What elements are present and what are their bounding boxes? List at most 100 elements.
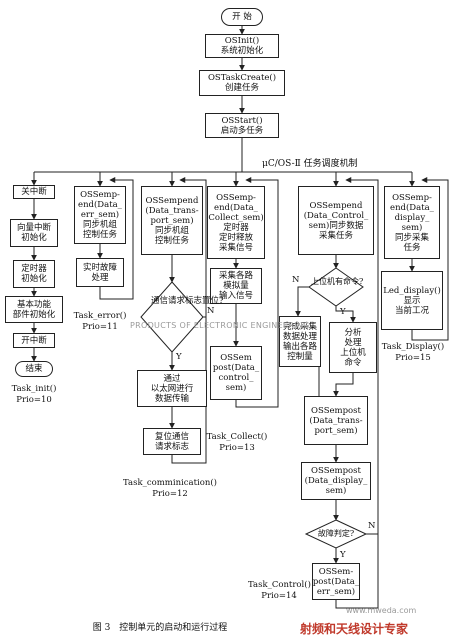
- node-open-int-line-1: 开中断: [21, 335, 47, 346]
- decision-host-cmd-text: 上位机有命令?: [311, 277, 363, 287]
- node-led-display-line-2: 显示: [403, 295, 421, 306]
- node-collect-pend-line-4: 定时器: [223, 222, 249, 233]
- kernel-label: μC/OS-Ⅱ 任务调度机制: [262, 159, 358, 169]
- node-ctrl-post-line-2: post(Data_: [212, 363, 260, 373]
- node-open-int: 开中断: [13, 333, 55, 348]
- node-reset-flag-line-2: 请求标志: [154, 441, 189, 452]
- node-analyze-cmd: 分析处理上位机命令: [329, 322, 377, 373]
- node-display-pend-line-6: 任务: [403, 242, 421, 253]
- node-analyze-cmd-line-1: 分析: [344, 327, 362, 338]
- edge-led-loop: [411, 177, 449, 341]
- edge-handle-loop: [99, 177, 134, 300]
- edge-ctrlpost-loop: [235, 177, 279, 408]
- node-trans-post-line-3: port_sem): [314, 425, 358, 436]
- node-control-pend-line-3: sem)同步数据: [308, 220, 364, 231]
- node-trans-pend-line-3: port_sem): [150, 215, 194, 226]
- node-collect-pend-line-1: OSSemp-: [216, 192, 256, 203]
- task-init-name: Task_init(): [11, 384, 57, 394]
- decision-fault-shape: [304, 519, 368, 549]
- node-err-handle-line-2: 处理: [91, 272, 109, 283]
- node-control-pend-line-2: (Data_Control_: [303, 210, 369, 221]
- node-control-pend-line-1: OSSempend: [309, 200, 363, 211]
- node-trans-pend: OSSempend(Data_trans-port_sem)同步机组控制任务: [141, 186, 203, 255]
- node-err-pend-line-2: end(Data_: [78, 200, 122, 210]
- node-ctrl-process-line-3: 输出各路: [282, 341, 317, 352]
- node-trans-pend-line-4: 同步机组: [154, 225, 189, 236]
- node-reset-flag: 复位通信请求标志: [143, 428, 201, 455]
- node-taskcreate-line-2: 创建任务: [224, 83, 259, 93]
- node-basic-init-line-1: 基本功能: [16, 299, 51, 310]
- node-analyze-cmd-line-3: 上位机: [340, 347, 366, 358]
- node-analyze-cmd-line-2: 处理: [344, 337, 362, 348]
- node-timer-init: 定时器初始化: [13, 260, 55, 288]
- node-end: 结束: [15, 361, 53, 377]
- node-trans-pend-line-1: OSSempend: [145, 195, 199, 206]
- node-display-pend-line-5: 同步采集: [394, 232, 429, 243]
- node-collect-io: 采集各路模拟量输入信号: [210, 268, 262, 304]
- node-display-pend-line-1: OSSemp-: [392, 192, 432, 203]
- decision-comm-request-shape: [140, 281, 204, 353]
- label-no-host: N: [292, 275, 300, 285]
- node-led-display-line-1: Led_display(): [383, 285, 441, 296]
- watermark-mid-text: PRODUCTS OF ELECTRONIC ENGINEERING: [130, 321, 310, 330]
- label-yes-comm: Y: [176, 352, 182, 362]
- node-err-post-line-2: post(Data_: [312, 576, 360, 587]
- decision-fault-text-line-1: 故障判定?: [317, 529, 355, 538]
- node-start-line-1: 开 始: [232, 12, 252, 22]
- node-osinit: OSInit()系统初始化: [205, 34, 279, 58]
- node-end-line-1: 结束: [25, 364, 43, 374]
- label-yes-fault: Y: [340, 550, 346, 560]
- node-display-pend-line-4: sem): [401, 222, 423, 233]
- decision-comm-request-text-line-2: 请求: [168, 296, 186, 306]
- node-trans-post-line-2: (Data_trans-: [309, 415, 363, 426]
- node-collect-pend-line-2: end(Data_: [214, 202, 258, 213]
- node-led-display: Led_display()显示当前工况: [381, 271, 443, 330]
- node-osinit-line-2: 系统初始化: [220, 46, 264, 56]
- node-taskcreate-line-1: OSTaskCreate(): [207, 73, 277, 83]
- node-err-handle-line-1: 实时故障: [82, 262, 117, 273]
- task-control-prio: Prio=14: [261, 591, 297, 601]
- node-basic-init-line-2: 部件初始化: [12, 309, 56, 320]
- node-err-post-line-3: err_sem): [316, 586, 356, 597]
- task-comm-prio: Prio=12: [152, 489, 188, 499]
- node-osstart: OSStart()启动多任务: [205, 113, 279, 138]
- edge-errpost-loop: [335, 534, 379, 609]
- node-err-handle: 实时故障处理: [76, 258, 124, 287]
- node-err-post: OSSem-post(Data_err_sem): [312, 563, 360, 600]
- node-eth-send-line-3: 数据传输: [154, 393, 189, 404]
- node-disp-post-line-3: sem): [325, 486, 347, 496]
- task-error-prio: Prio=11: [82, 322, 118, 332]
- task-collect-name: Task_Collect(): [206, 432, 268, 442]
- node-timer-init-line-2: 初始化: [21, 274, 47, 284]
- label-no-comm: N: [207, 306, 215, 316]
- task-comm-name: Task_comminication(): [123, 478, 217, 488]
- node-vec-init-line-1: 向量中断: [16, 223, 51, 233]
- node-taskcreate: OSTaskCreate()创建任务: [199, 70, 285, 96]
- node-disp-post-line-2: (Data_display_: [304, 476, 368, 486]
- node-eth-send-line-2: 以太网进行: [150, 383, 194, 394]
- node-vec-init-line-2: 初始化: [21, 233, 47, 243]
- decision-host-cmd-text-line-1: 上位机: [311, 277, 335, 286]
- decision-comm-request-text: 通信请求标志置位?: [151, 296, 224, 306]
- node-ctrl-process: 完成采集数据处理输出各路控制量: [279, 316, 321, 367]
- label-no-fault: N: [368, 521, 376, 531]
- node-led-display-line-3: 当前工况: [394, 305, 429, 316]
- node-collect-pend-line-3: Collect_sem): [208, 212, 264, 223]
- node-ctrl-process-line-4: 控制量: [287, 351, 313, 362]
- task-control-name: Task_Control(): [248, 580, 311, 590]
- node-vec-init: 向量中断初始化: [10, 219, 58, 247]
- node-collect-pend: OSSemp-end(Data_Collect_sem)定时器定时释放采集信号: [207, 186, 265, 259]
- decision-comm-request-text-line-4: 置位?: [202, 296, 224, 306]
- decision-comm-request-text-line-3: 标志: [185, 296, 203, 306]
- decision-fault-text: 故障判定?: [306, 529, 366, 539]
- node-err-post-line-1: OSSem-: [318, 566, 354, 577]
- node-trans-post: OSSempost(Data_trans-port_sem): [304, 396, 368, 445]
- node-disp-post: OSSempost(Data_display_sem): [301, 462, 371, 500]
- node-timer-init-line-1: 定时器: [21, 264, 47, 274]
- node-ctrl-post-line-3: control_: [218, 373, 254, 383]
- node-osinit-line-1: OSInit(): [224, 36, 260, 46]
- task-display-prio: Prio=15: [395, 353, 431, 363]
- node-ctrl-process-line-1: 完成采集: [282, 321, 317, 332]
- decision-host-cmd-shape: [308, 267, 364, 307]
